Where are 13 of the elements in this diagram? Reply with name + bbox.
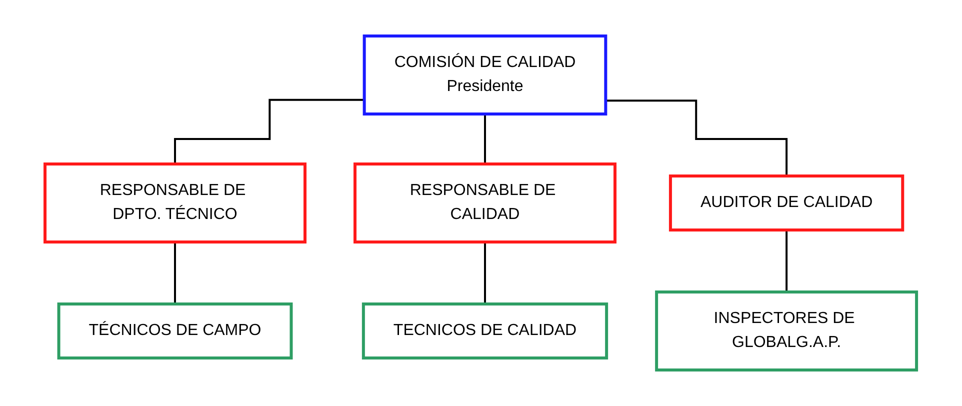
node-box: TECNICOS DE CALIDAD xyxy=(362,302,608,360)
connector xyxy=(174,241,176,305)
connector xyxy=(606,100,788,177)
node-box: RESPONSABLE DE CALIDAD xyxy=(354,162,617,244)
node-box: RESPONSABLE DE DPTO. TÉCNICO xyxy=(44,162,307,244)
connector xyxy=(484,241,486,305)
connector xyxy=(786,229,788,293)
node-box: TÉCNICOS DE CAMPO xyxy=(58,302,293,360)
connector xyxy=(484,113,486,165)
connector xyxy=(174,98,365,165)
node-box: COMISIÓN DE CALIDAD Presidente xyxy=(363,34,608,116)
node-box: INSPECTORES DE GLOBALG.A.P. xyxy=(655,290,918,372)
node-box: AUDITOR DE CALIDAD xyxy=(669,174,904,232)
